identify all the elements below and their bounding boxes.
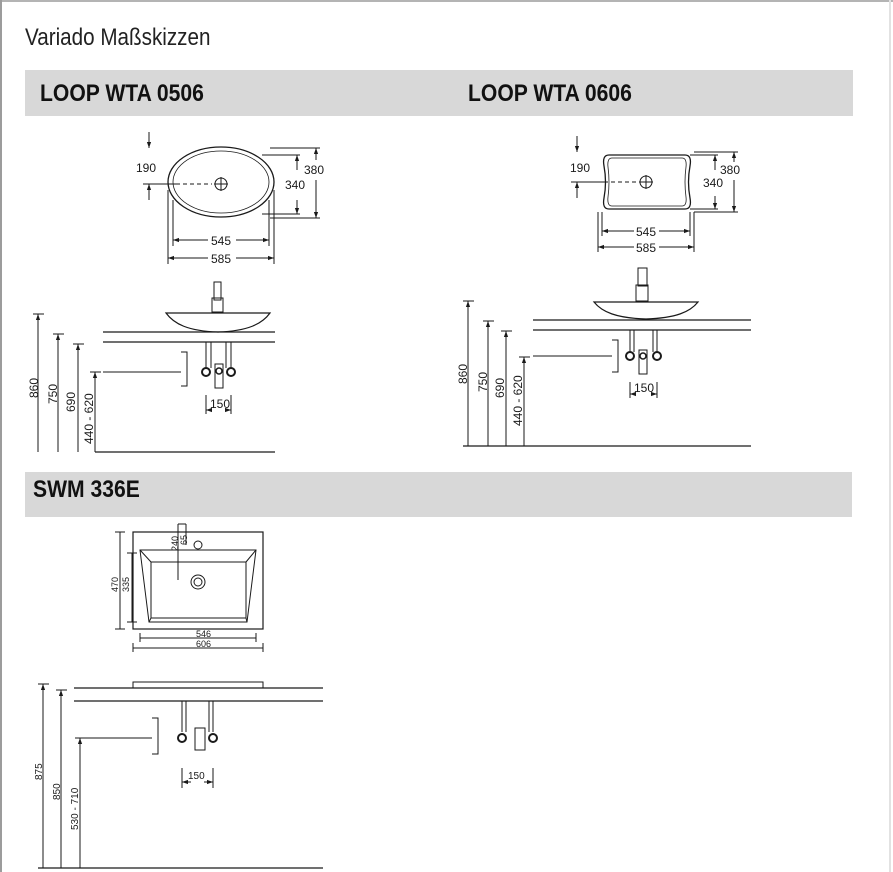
loop-0606-dim-340: 340	[703, 176, 723, 190]
loop-0506-dim-190: 190	[136, 161, 156, 175]
swm-336e-dim-875: 875	[34, 763, 45, 780]
loop-0506-top-view	[143, 132, 320, 264]
loop-0606-dim-585: 585	[636, 241, 656, 255]
swm-336e-dim-606: 606	[196, 639, 211, 649]
page-frame-top	[0, 0, 893, 2]
loop-0506-side-view	[33, 281, 275, 453]
loop-0606-side-view	[463, 267, 751, 447]
loop-0506-dim-750: 750	[46, 384, 60, 404]
swm-336e-dim-150: 150	[188, 771, 205, 782]
swm-336e-dim-546: 546	[196, 629, 211, 639]
loop-0606-dim-690: 690	[493, 378, 507, 398]
loop-0506-dim-340: 340	[285, 178, 305, 192]
section-header-band-top	[25, 70, 853, 116]
loop-0606-dim-380: 380	[720, 163, 740, 177]
document-title: Variado Maßskizzen	[25, 24, 211, 51]
swm-336e-dim-240: 240	[170, 536, 180, 551]
loop-0606-dim-545: 545	[636, 225, 656, 239]
section-header-band-swm	[25, 472, 852, 517]
loop-0606-dim-190: 190	[570, 161, 590, 175]
swm-336e-dim-335: 335	[121, 577, 131, 592]
loop-0606-dim-750: 750	[476, 372, 490, 392]
loop-0606-dim-440-620: 440 - 620	[511, 375, 525, 426]
swm-336e-dim-470: 470	[110, 577, 120, 592]
swm-336e-dim-530-710: 530 - 710	[70, 787, 81, 830]
loop-0506-dim-380: 380	[304, 163, 324, 177]
swm-336e-dim-850: 850	[52, 783, 63, 800]
page-frame-right	[889, 0, 891, 872]
swm-336e-dim-65: 65	[179, 535, 189, 545]
swm-336e-side-view	[38, 681, 323, 869]
loop-0506-dim-150: 150	[210, 397, 230, 411]
section-title-loop-0506: LOOP WTA 0506	[40, 80, 204, 107]
loop-0606-dim-860: 860	[456, 364, 470, 384]
section-title-swm-336e: SWM 336E	[33, 476, 140, 503]
swm-336e-top-view	[115, 523, 264, 652]
loop-0506-dim-440-620: 440 - 620	[82, 393, 96, 444]
loop-0506-dim-690: 690	[64, 392, 78, 412]
loop-0606-dim-150: 150	[634, 381, 654, 395]
loop-0506-dim-860: 860	[27, 378, 41, 398]
section-title-loop-0606: LOOP WTA 0606	[468, 80, 632, 107]
loop-0506-dim-545: 545	[211, 234, 231, 248]
loop-0606-top-view	[571, 136, 738, 252]
loop-0506-dim-585: 585	[211, 252, 231, 266]
page-frame-left	[0, 0, 2, 872]
